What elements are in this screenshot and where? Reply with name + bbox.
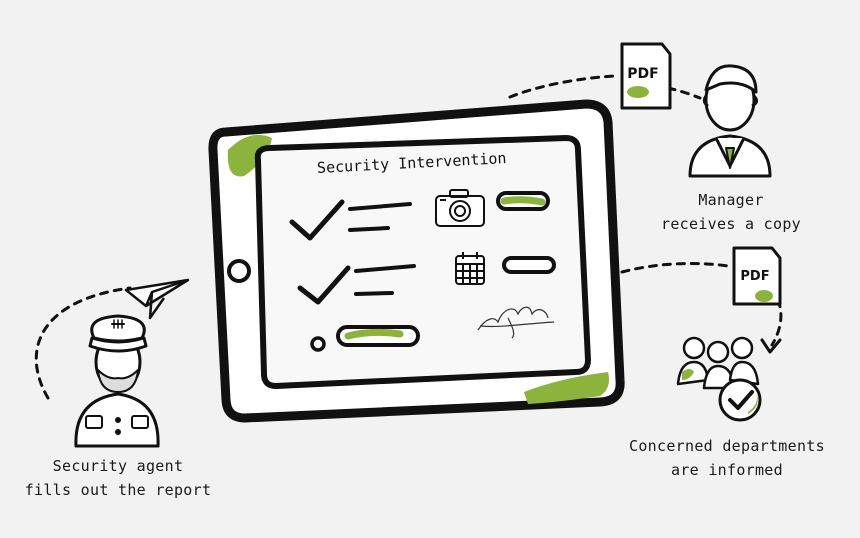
caption-line: Security agent: [52, 457, 184, 475]
pdf-document-icon: [620, 42, 672, 110]
field-accent: [500, 196, 546, 206]
caption-line: receives a copy: [661, 215, 801, 233]
paper-plane-icon: [124, 278, 190, 320]
form-field-bar[interactable]: [502, 256, 556, 274]
arrow-head-icon: [760, 338, 782, 354]
signature-icon: [477, 306, 555, 339]
form-line: [348, 226, 390, 232]
caption-line: are informed: [671, 461, 783, 479]
form-line: [354, 264, 416, 273]
calendar-icon: [455, 252, 485, 285]
tablet-to-departments-connector: [620, 262, 730, 274]
pdf-document-icon: [732, 246, 782, 306]
form-line: [354, 291, 394, 296]
security-guard-icon: [74, 314, 160, 448]
tablet-home-button[interactable]: [227, 259, 251, 283]
people-group-icon: [676, 336, 760, 390]
pdf-to-manager-connector: [666, 86, 702, 100]
caption-line: fills out the report: [24, 481, 212, 499]
caption-line: Manager: [698, 191, 764, 209]
tablet-to-manager-connector: [508, 74, 617, 99]
departments-caption: Concerned departments are informed: [612, 434, 842, 482]
approved-check-icon: [718, 378, 762, 422]
form-line: [348, 202, 412, 211]
pdf-label: PDF: [627, 66, 658, 82]
manager-icon: [688, 64, 772, 178]
pdf-to-departments-connector: [770, 298, 783, 347]
camera-icon: [435, 189, 485, 227]
caption-line: Concerned departments: [629, 437, 825, 455]
checkmark-icon: [297, 265, 351, 305]
agent-to-tablet-connector: [34, 286, 132, 400]
field-accent: [344, 328, 404, 340]
form-content: [289, 191, 556, 352]
checkmark-icon: [289, 199, 345, 241]
radio-bullet[interactable]: [310, 336, 326, 352]
security-agent-caption: Security agent fills out the report: [20, 454, 216, 502]
manager-caption: Manager receives a copy: [646, 188, 816, 236]
tablet-device: [208, 99, 625, 423]
tablet-accent-topleft: [227, 134, 272, 177]
tablet-accent-bottomright: [524, 372, 609, 404]
pdf-label: PDF: [740, 269, 769, 284]
